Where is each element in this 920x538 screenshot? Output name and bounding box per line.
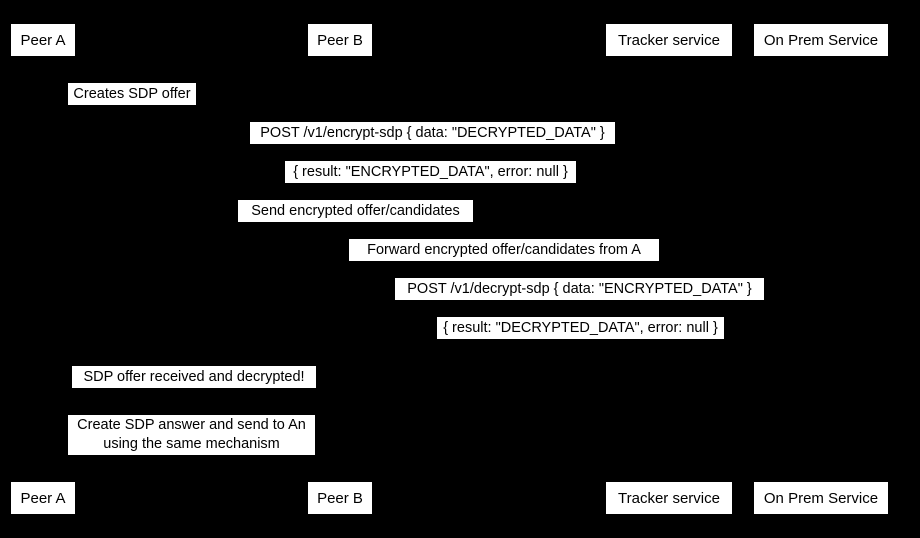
participant-label: Tracker service	[618, 489, 720, 507]
lifeline-on-prem-service	[821, 57, 822, 481]
participant-tracker-service-top[interactable]: Tracker service	[605, 23, 733, 57]
participant-label: Tracker service	[618, 31, 720, 49]
participant-label: On Prem Service	[763, 489, 879, 507]
arrow-post-decrypt-sdp	[340, 300, 821, 301]
participant-tracker-service-bottom[interactable]: Tracker service	[605, 481, 733, 515]
participant-peer-b-bottom[interactable]: Peer B	[307, 481, 373, 515]
message-text: POST /v1/encrypt-sdp { data: "DECRYPTED_…	[260, 125, 605, 141]
message-text-line-1: Create SDP answer and send to An	[77, 417, 306, 433]
message-text: { result: "ENCRYPTED_DATA", error: null …	[293, 164, 568, 180]
participant-label: On Prem Service	[763, 31, 879, 49]
lifeline-peer-b	[340, 57, 341, 481]
message-text: SDP offer received and decrypted!	[83, 369, 305, 385]
participant-peer-a-bottom[interactable]: Peer A	[10, 481, 76, 515]
message-text: Creates SDP offer	[73, 86, 191, 102]
message-text: Send encrypted offer/candidates	[251, 203, 460, 219]
arrow-sdp-offer-received	[340, 383, 430, 384]
participant-peer-a-top[interactable]: Peer A	[10, 23, 76, 57]
arrow-forward-encrypted-offer	[340, 261, 669, 262]
participant-on-prem-service-bottom[interactable]: On Prem Service	[753, 481, 889, 515]
message-text: POST /v1/decrypt-sdp { data: "ENCRYPTED_…	[407, 281, 752, 297]
participant-label: Peer B	[317, 489, 363, 507]
message-label-post-decrypt-sdp: POST /v1/decrypt-sdp { data: "ENCRYPTED_…	[395, 278, 764, 300]
participant-label: Peer B	[317, 31, 363, 49]
participant-label: Peer A	[20, 31, 66, 49]
message-text-line-2: using the same mechanism	[103, 436, 280, 452]
arrow-send-encrypted-offer	[43, 222, 669, 223]
lifeline-peer-a	[43, 57, 44, 481]
participant-on-prem-service-top[interactable]: On Prem Service	[753, 23, 889, 57]
message-label-create-sdp-answer: Create SDP answer and send to An using t…	[68, 415, 315, 455]
arrow-post-encrypt-sdp	[43, 144, 821, 145]
participant-label: Peer A	[20, 489, 66, 507]
message-label-creates-sdp-offer: Creates SDP offer	[68, 83, 196, 105]
message-text: Forward encrypted offer/candidates from …	[367, 242, 641, 258]
message-label-forward-encrypted-offer: Forward encrypted offer/candidates from …	[349, 239, 659, 261]
arrow-encrypt-sdp-result	[43, 183, 821, 184]
arrow-decrypt-sdp-result	[340, 339, 821, 340]
message-label-sdp-offer-received: SDP offer received and decrypted!	[72, 366, 316, 388]
message-label-send-encrypted-offer: Send encrypted offer/candidates	[238, 200, 473, 222]
message-label-encrypt-sdp-result: { result: "ENCRYPTED_DATA", error: null …	[285, 161, 576, 183]
message-text: { result: "DECRYPTED_DATA", error: null …	[443, 320, 718, 336]
participant-peer-b-top[interactable]: Peer B	[307, 23, 373, 57]
lifeline-tracker-service	[669, 57, 670, 481]
message-label-post-encrypt-sdp: POST /v1/encrypt-sdp { data: "DECRYPTED_…	[250, 122, 615, 144]
message-label-decrypt-sdp-result: { result: "DECRYPTED_DATA", error: null …	[437, 317, 724, 339]
